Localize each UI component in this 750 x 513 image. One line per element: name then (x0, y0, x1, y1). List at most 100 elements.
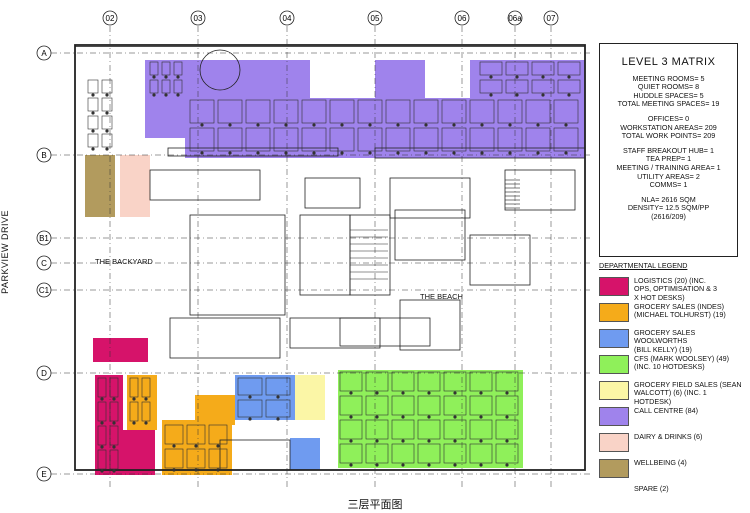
desk (505, 61, 529, 76)
desk-chair (541, 93, 545, 97)
grid-row-label: D (41, 369, 47, 378)
desk (469, 443, 493, 464)
dept-zone (235, 375, 295, 420)
legend-swatch (599, 380, 629, 400)
legend-item: GROCERY SALES (INDES)(MICHAEL TOLHURST) … (599, 301, 744, 329)
desk (245, 127, 271, 152)
desk-chair (564, 151, 568, 155)
area-label-beach: THE BEACH (420, 292, 463, 301)
desk-chair (228, 151, 232, 155)
desk (301, 99, 327, 124)
grid-bubble (543, 10, 559, 26)
grid-column-label: 02 (106, 14, 115, 23)
desk-chair (453, 415, 457, 419)
dept-zone (115, 430, 155, 475)
desk-chair (368, 151, 372, 155)
desk-chair (112, 421, 116, 425)
wall (167, 147, 339, 157)
desk (329, 127, 355, 152)
desk-chair (91, 93, 95, 97)
matrix-line: TOTAL MEETING SPACES= 19 (617, 99, 720, 109)
desk-chair (349, 391, 353, 395)
desk (149, 79, 159, 94)
matrix-line: COMMS= 1 (649, 180, 688, 190)
desk-chair (144, 397, 148, 401)
desk-chair (276, 395, 280, 399)
desk (101, 115, 113, 130)
grid-row-label: A (41, 49, 47, 58)
desk (495, 419, 519, 440)
grid-column-label: 07 (547, 14, 556, 23)
legend-label-line: LOGISTICS (20) (INC. (634, 275, 706, 285)
desk-chair (248, 395, 252, 399)
desk-chair (505, 391, 509, 395)
desk (265, 399, 291, 418)
grid-bubble (36, 45, 52, 61)
legend-label-line: GROCERY SALES (INDES) (634, 301, 725, 311)
desk (189, 127, 215, 152)
grid-bubble (507, 10, 523, 26)
matrix-line: TOTAL WORK POINTS= 209 (621, 131, 716, 141)
desk (365, 419, 389, 440)
desk-chair (479, 391, 483, 395)
desk (525, 99, 551, 124)
wall (399, 299, 461, 351)
desk-chair (276, 417, 280, 421)
desk (339, 443, 363, 464)
matrix-line: WORKSTATION AREAS= 209 (620, 122, 717, 132)
desk-chair (368, 123, 372, 127)
desk-chair (505, 439, 509, 443)
desk (173, 61, 183, 76)
desk (553, 127, 579, 152)
legend-label: GROCERY SALES WOOLWORTHS(BILL KELLY) (19… (634, 328, 744, 355)
desk-chair (144, 421, 148, 425)
wall (219, 439, 291, 471)
dept-zone (235, 60, 295, 100)
desk-chair (452, 123, 456, 127)
desk (129, 377, 139, 398)
desk (417, 371, 441, 392)
desk-chair (480, 123, 484, 127)
desk (479, 61, 503, 76)
legend-item: LOGISTICS (20) (INC.OPS, OPTIMISATION & … (599, 275, 744, 303)
legend-swatch (599, 328, 629, 348)
desk-chair (105, 93, 109, 97)
grid-bubble (36, 365, 52, 381)
legend-item: CFS (MARK WOOLSEY) (49)(INC. 10 HOTDESKS… (599, 353, 744, 381)
legend-label: DAIRY & DRINKS (6) (634, 432, 744, 442)
desk (557, 61, 581, 76)
desk (186, 424, 206, 445)
desk (357, 99, 383, 124)
desk (164, 448, 184, 469)
grid-bubble (36, 230, 52, 246)
dept-zone (290, 438, 320, 470)
desk-chair (375, 463, 379, 467)
desk-chair (453, 439, 457, 443)
desk (339, 371, 363, 392)
desk-chair (401, 439, 405, 443)
desk-chair (91, 111, 95, 115)
desk-chair (312, 151, 316, 155)
desk-chair (152, 93, 156, 97)
grid-column-label: 04 (283, 14, 292, 23)
desk (553, 99, 579, 124)
matrix-line: OFFICES= 0 (647, 113, 690, 123)
desk-chair (176, 93, 180, 97)
legend-label-line: CFS (MARK WOOLSEY) (49) (634, 353, 730, 363)
desk-chair (489, 75, 493, 79)
grid-bubble (102, 10, 118, 26)
desk (469, 419, 493, 440)
desk-chair (112, 469, 116, 473)
desk (469, 395, 493, 416)
desk (97, 377, 107, 398)
desk (217, 99, 243, 124)
desk-chair (479, 415, 483, 419)
desk (441, 127, 467, 152)
legend-label: CALL CENTRE (84) (634, 406, 744, 416)
matrix-line: QUIET ROOMS= 8 (637, 82, 700, 92)
desk (365, 395, 389, 416)
desk (109, 425, 119, 446)
legend-label-line: (MICHAEL TOLHURST) (19) (634, 310, 726, 319)
desk-chair (228, 123, 232, 127)
